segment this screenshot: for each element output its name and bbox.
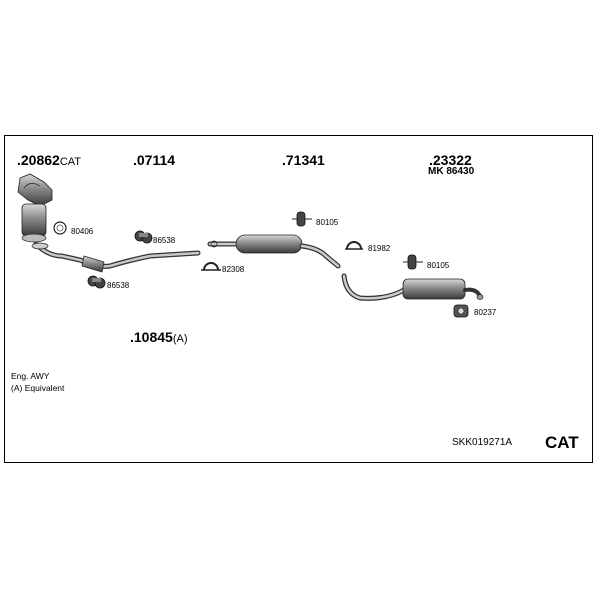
part-80105-rear-label: 80105	[427, 261, 450, 270]
rear-silencer	[341, 273, 484, 301]
part-86538-lower-label: 86538	[107, 281, 130, 290]
middle-silencer	[207, 234, 341, 269]
part-80237-label: 80237	[474, 308, 497, 317]
kit-code: SKK019271A	[452, 437, 513, 448]
part-80105-label: 80105	[316, 218, 339, 227]
part-71341-label: .71341	[282, 152, 325, 168]
clamp-82308-icon	[201, 262, 221, 271]
part-81982-label: 81982	[368, 244, 391, 253]
part-07114-label: .07114	[133, 152, 176, 168]
front-pipe	[31, 241, 201, 273]
part-86538-upper-label: 86538	[153, 236, 176, 245]
rubber-mount-86538-icon	[134, 230, 153, 244]
clamp-80406-icon	[53, 221, 67, 235]
diagram-frame	[4, 135, 593, 463]
rubber-mount-86538-lower-icon	[87, 275, 106, 289]
equivalent-note: (A) Equivalent	[11, 383, 65, 393]
hanger-80105-icon	[292, 211, 312, 227]
hanger-80105-rear-icon	[403, 254, 423, 270]
part-82308-label: 82308	[222, 265, 245, 274]
category-label: CAT	[545, 433, 579, 452]
mount-80237-icon	[453, 304, 469, 318]
part-23322-sub-label: MK 86430	[428, 166, 475, 177]
engine-note: Eng. AWY	[11, 371, 50, 381]
clamp-81982-icon	[345, 241, 363, 250]
catalytic-converter	[17, 173, 53, 243]
part-80406-label: 80406	[71, 227, 94, 236]
part-23322-label: .23322	[429, 152, 472, 168]
part-10845-label: .10845(A)	[130, 329, 188, 345]
part-20862-label: .20862CAT	[17, 152, 82, 168]
